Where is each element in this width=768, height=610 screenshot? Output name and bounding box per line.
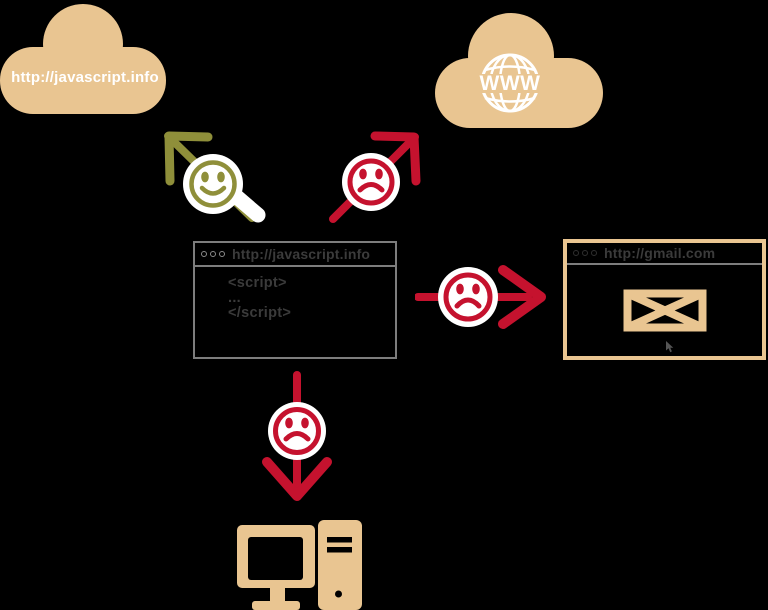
javascript-origin-cloud: http://javascript.info xyxy=(0,3,170,115)
cloud-icon: WWW xyxy=(435,13,603,128)
window-control-dots xyxy=(201,251,225,257)
cloud-icon xyxy=(0,4,166,114)
window-dot xyxy=(582,250,588,256)
desktop-computer-icon xyxy=(237,520,362,610)
script-code-block: <script> ... </script> xyxy=(195,267,395,322)
code-line: <script> xyxy=(228,275,287,291)
window-url: http://javascript.info xyxy=(232,246,371,262)
mouse-cursor-icon xyxy=(666,341,674,353)
window-url: http://gmail.com xyxy=(604,245,716,261)
javascript-cloud-label: http://javascript.info xyxy=(11,69,159,86)
gmail-window-content xyxy=(567,265,762,356)
envelope-icon xyxy=(623,289,706,332)
code-line: </script> xyxy=(228,305,292,321)
javascript-browser-window: http://javascript.info <script> ... </sc… xyxy=(193,241,397,359)
arrow-to-www-cloud xyxy=(329,131,421,223)
window-dot xyxy=(591,250,597,256)
window-dot xyxy=(201,251,207,257)
sad-face-icon xyxy=(342,153,400,211)
window-titlebar: http://gmail.com xyxy=(567,243,762,265)
globe-icon: WWW xyxy=(477,53,543,113)
arrow-to-javascript-cloud xyxy=(164,131,266,223)
code-line: ... xyxy=(228,290,241,306)
sad-face-icon xyxy=(438,267,498,327)
arrow-to-gmail-window xyxy=(415,265,546,329)
gmail-browser-window: http://gmail.com xyxy=(563,239,766,360)
arrow-to-computer xyxy=(262,371,332,501)
window-control-dots xyxy=(573,250,597,256)
window-dot xyxy=(573,250,579,256)
window-titlebar: http://javascript.info xyxy=(195,243,395,267)
window-dot xyxy=(219,251,225,257)
www-cloud: WWW xyxy=(433,10,605,128)
happy-face-icon xyxy=(183,154,243,214)
www-label: WWW xyxy=(480,72,541,95)
sad-face-icon xyxy=(268,402,326,460)
window-dot xyxy=(210,251,216,257)
